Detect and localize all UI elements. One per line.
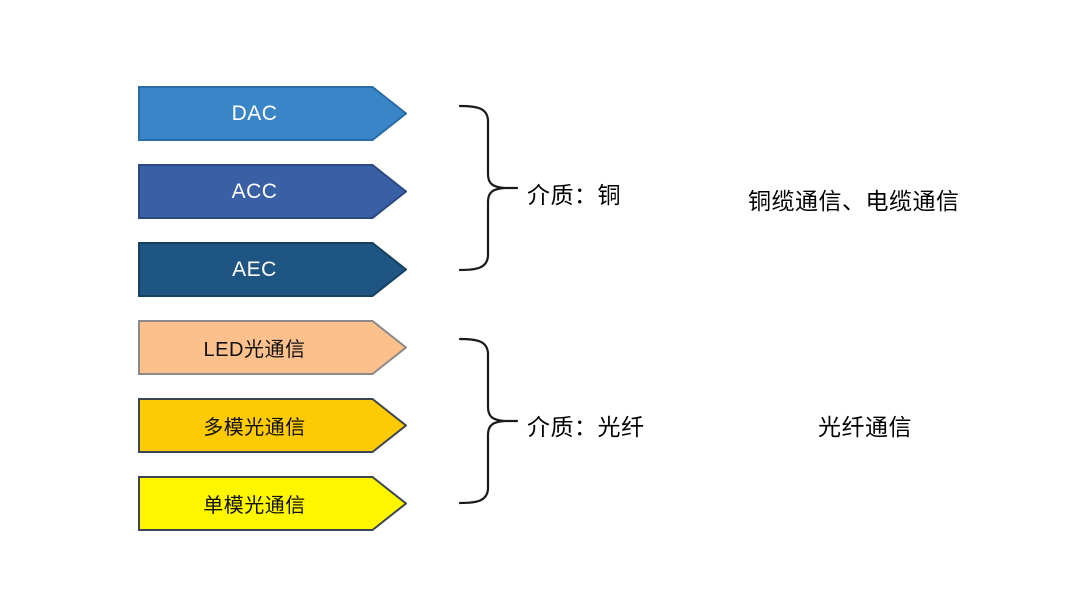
fiber-bracket bbox=[458, 337, 519, 505]
copper-bracket bbox=[458, 104, 519, 272]
arrow-label-led-optical: LED光通信 bbox=[203, 339, 306, 361]
arrow-label-dac: DAC bbox=[231, 101, 278, 125]
note-fiber-communication: 光纤通信 bbox=[818, 414, 912, 440]
arrow-label-aec: AEC bbox=[232, 257, 277, 281]
arrow-row-singlemode-optical[interactable]: 单模光通信 bbox=[138, 476, 407, 531]
arrow-label-acc: ACC bbox=[231, 179, 278, 203]
arrow-row-dac[interactable]: DAC bbox=[138, 86, 407, 141]
group-label-fiber: 介质：光纤 bbox=[527, 414, 645, 440]
note-copper-communication: 铜缆通信、电缆通信 bbox=[748, 188, 960, 214]
arrow-row-multimode-optical[interactable]: 多模光通信 bbox=[138, 398, 407, 453]
arrow-label-singlemode-optical: 单模光通信 bbox=[203, 495, 306, 517]
group-label-copper: 介质：铜 bbox=[527, 182, 621, 208]
arrow-row-aec[interactable]: AEC bbox=[138, 242, 407, 297]
arrow-label-multimode-optical: 多模光通信 bbox=[203, 417, 306, 439]
arrow-row-acc[interactable]: ACC bbox=[138, 164, 407, 219]
arrow-row-led-optical[interactable]: LED光通信 bbox=[138, 320, 407, 375]
